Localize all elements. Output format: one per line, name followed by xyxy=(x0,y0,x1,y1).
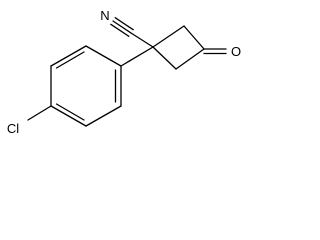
nitrile-group xyxy=(110,17,154,48)
bond-c1-nitrile-carbon xyxy=(130,32,154,48)
bond-c1-c2 xyxy=(152,25,185,48)
bond-ar-5 xyxy=(50,45,87,67)
bond-ar-double-3 xyxy=(55,51,85,69)
bond-c1-phenyl xyxy=(120,46,154,67)
benzene-ring xyxy=(50,45,122,127)
atom-label-oxygen: O xyxy=(231,44,241,59)
bond-ar-cl xyxy=(27,105,52,121)
bond-ar-double-2 xyxy=(55,103,85,121)
bond-c2-c3 xyxy=(183,25,205,50)
bond-c3-c4 xyxy=(175,48,205,70)
atom-label-chlorine: Cl xyxy=(7,121,19,136)
chemical-structure-diagram: N O Cl xyxy=(7,8,241,136)
bond-nitrile-triple-3 xyxy=(110,23,130,37)
bond-c4-c1 xyxy=(152,46,177,70)
cyclobutanone-ring xyxy=(152,25,227,70)
bond-nitrile-triple-1 xyxy=(112,20,132,34)
bond-nitrile-triple-2 xyxy=(114,17,134,31)
bond-ar-3 xyxy=(50,105,87,127)
bond-ar-2 xyxy=(85,105,122,127)
bond-ar-6 xyxy=(85,45,122,67)
atom-label-nitrogen: N xyxy=(100,8,109,23)
